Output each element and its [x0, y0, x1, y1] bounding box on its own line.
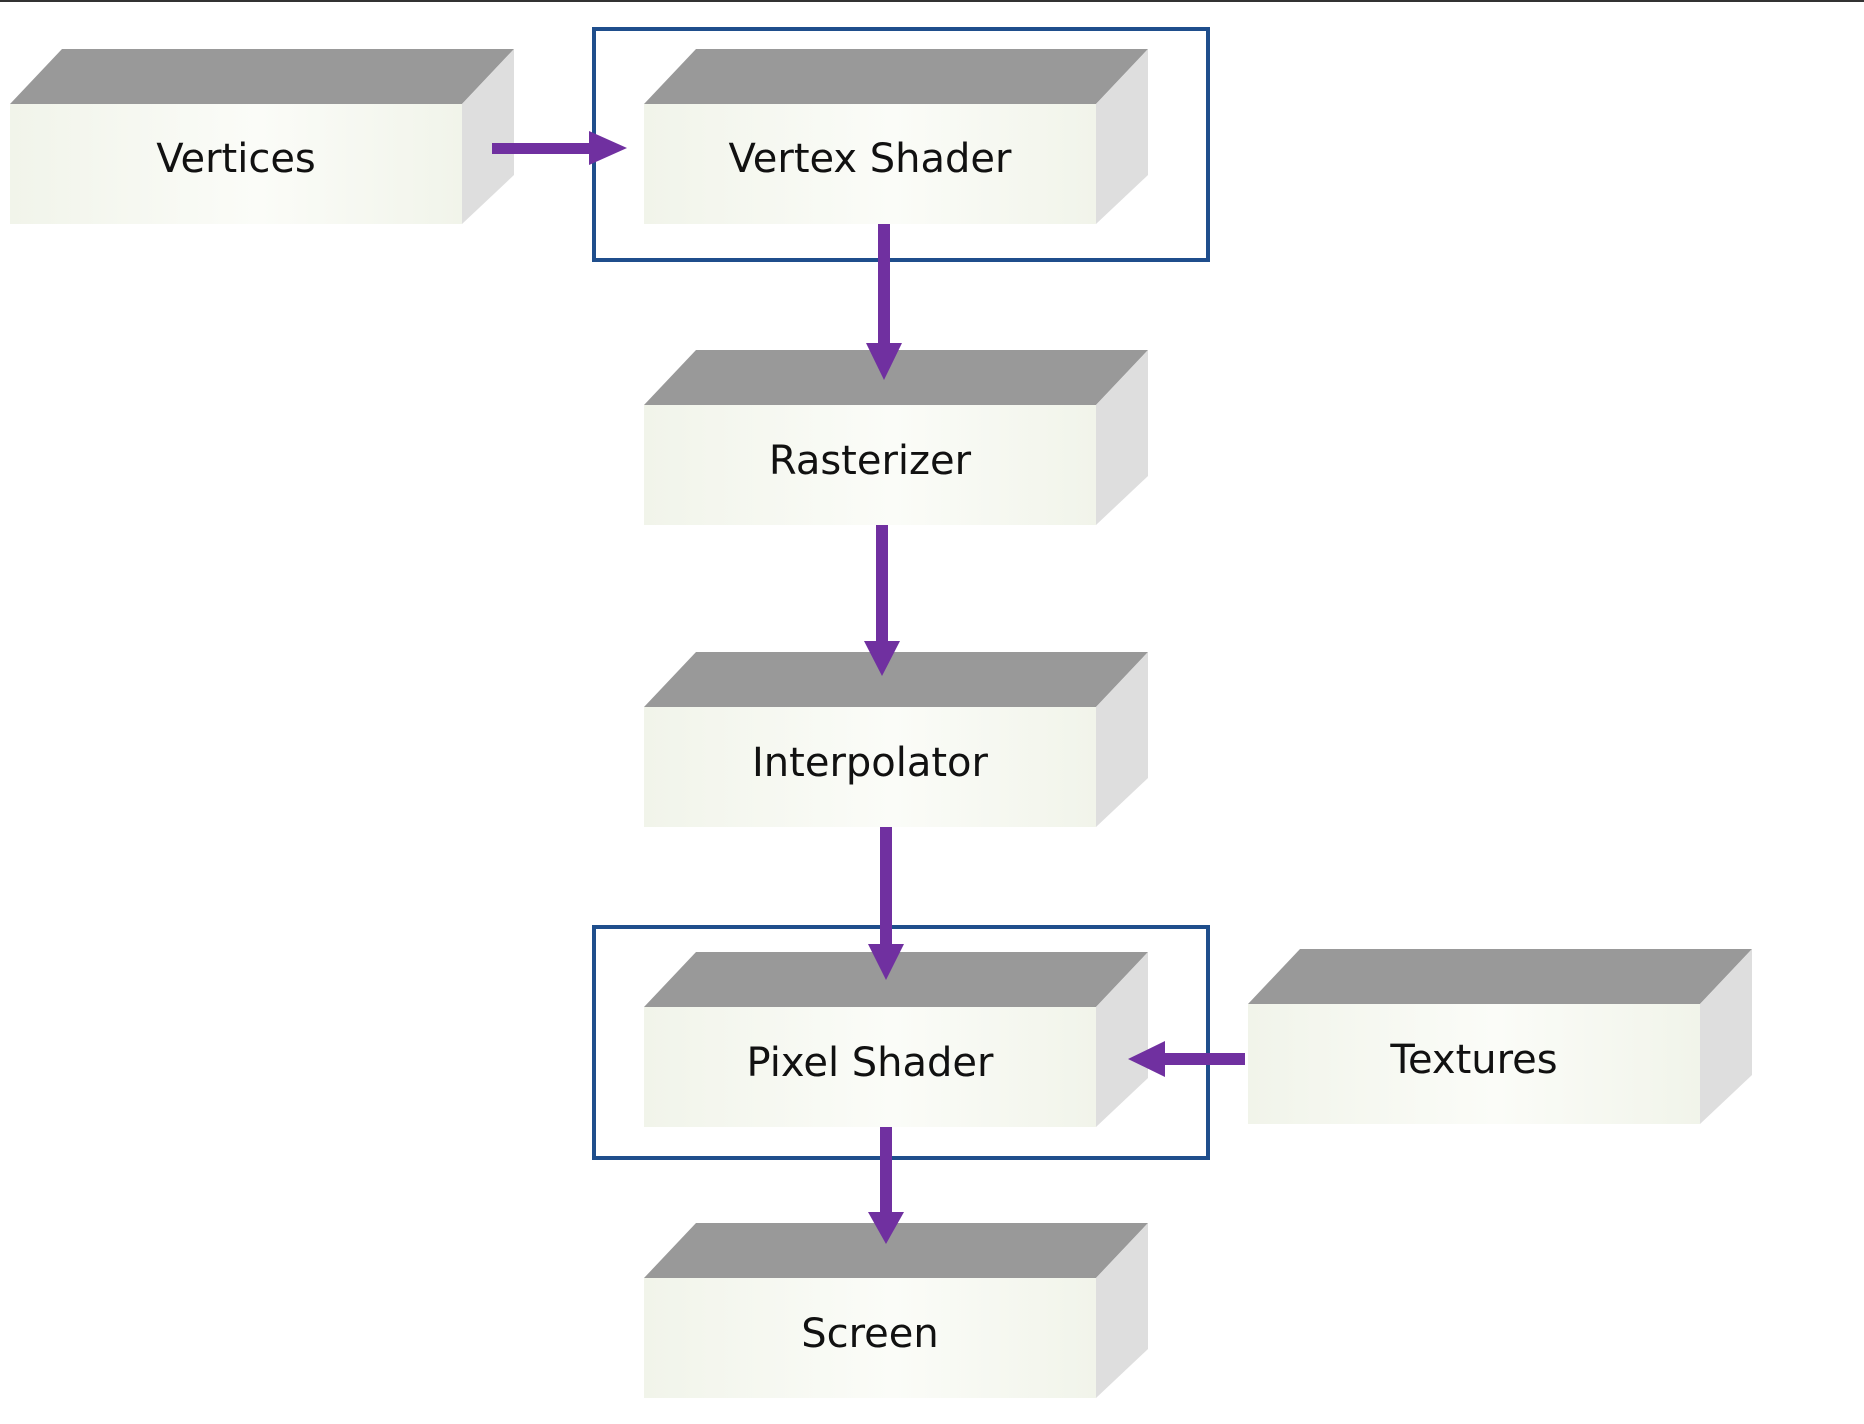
node-pixel-shader: Pixel Shader: [644, 952, 1148, 1127]
node-label: Vertex Shader: [729, 136, 1013, 182]
arrow-vertices-to-vertex-shader: [492, 131, 627, 165]
node-label: Interpolator: [752, 740, 989, 786]
node-label: Rasterizer: [769, 438, 972, 484]
node-screen: Screen: [644, 1223, 1148, 1398]
node-label: Vertices: [156, 136, 316, 182]
arrow-pixel-shader-to-screen: [868, 1127, 904, 1244]
node-rasterizer: Rasterizer: [644, 350, 1148, 525]
node-label: Textures: [1389, 1037, 1557, 1083]
node-label: Pixel Shader: [747, 1040, 994, 1086]
node-interpolator: Interpolator: [644, 652, 1148, 827]
arrow-rasterizer-to-interpolator: [864, 525, 900, 676]
arrow-textures-to-pixel-shader: [1128, 1041, 1245, 1077]
node-textures: Textures: [1248, 949, 1752, 1124]
arrow-interpolator-to-pixel-shader: [868, 827, 904, 980]
arrow-vertex-shader-to-rasterizer: [866, 224, 902, 380]
node-vertices: Vertices: [10, 49, 514, 224]
node-vertex-shader: Vertex Shader: [644, 49, 1148, 224]
node-label: Screen: [801, 1311, 939, 1357]
highlight-frame-pixel-shader: [592, 925, 1210, 1160]
